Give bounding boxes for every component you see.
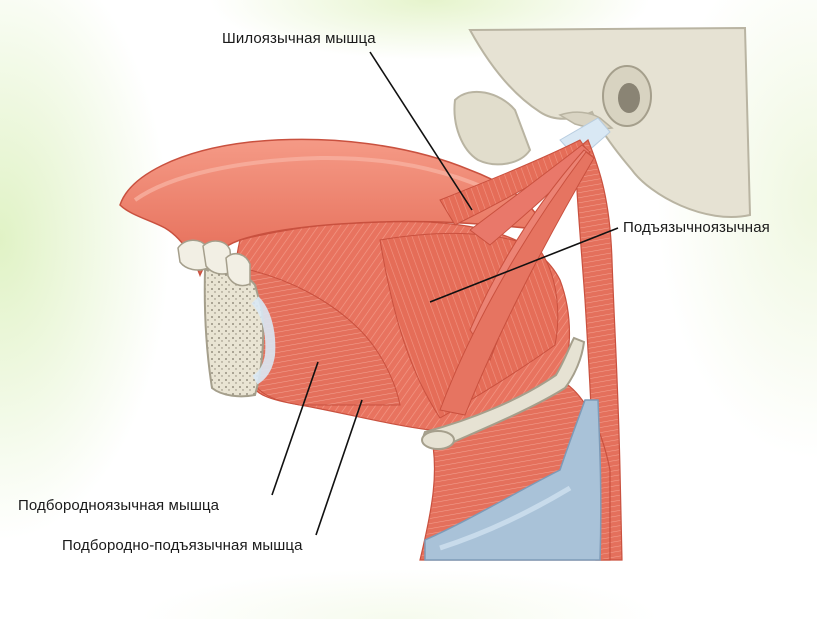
hyoid-body [422,431,454,449]
label-genioglossus: Подбородноязычная мышца [18,497,219,514]
label-geniohyoid: Подбородно-подъязычная мышца [62,537,303,554]
leader-geniohyoid [316,400,362,535]
label-hyoglossus: Подъязычноязычная [623,219,770,236]
label-styloglossus: Шилоязычная мышца [222,30,376,47]
